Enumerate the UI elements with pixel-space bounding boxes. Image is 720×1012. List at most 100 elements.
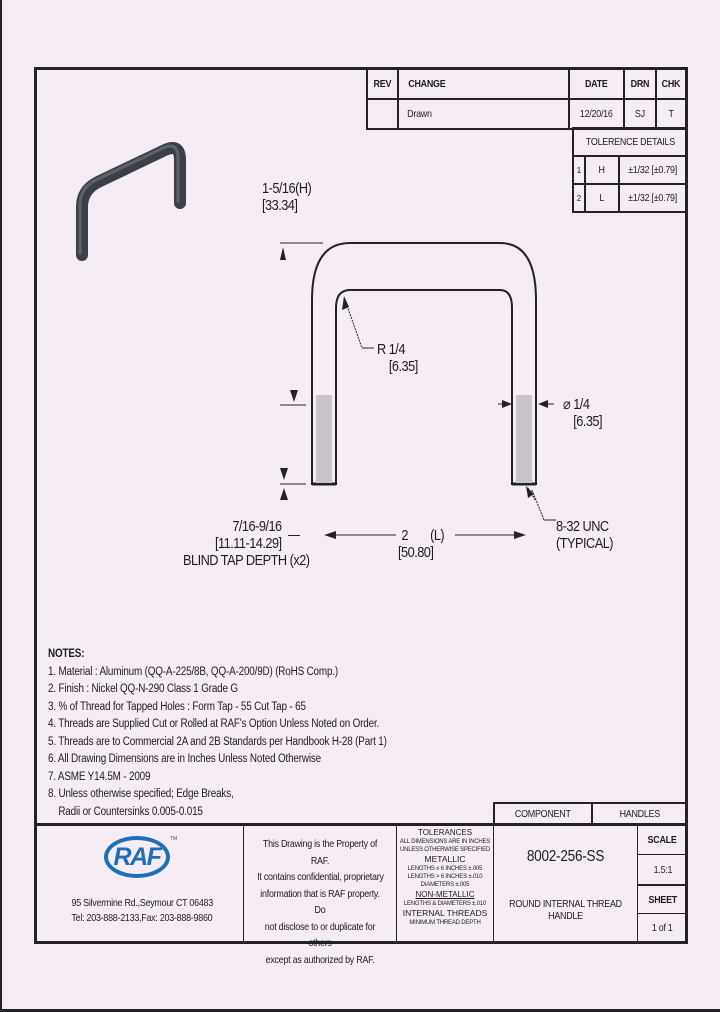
- tolerance-line: DIAMETERS ±.005: [420, 882, 470, 888]
- sheet-edge: [0, 0, 2, 1012]
- length-dim-suffix: (L): [430, 527, 445, 544]
- notice-line: not disclose to or duplicate for others: [264, 920, 376, 950]
- notice-line: This Drawing is the Property of RAF.: [262, 838, 378, 867]
- tolerance-line: LENGTHS & DIAMETERS ±.010: [403, 901, 487, 907]
- note-item: 2. Finish : Nickel QQ-N-290 Class 1 Grad…: [48, 683, 238, 695]
- diameter-symbol-icon: ⌀: [563, 396, 571, 413]
- tap-depth-dimension: 7/16-9/16 [11.11-14.29] BLIND TAP DEPTH …: [183, 518, 310, 569]
- sheet-value: 1 of 1: [652, 921, 673, 934]
- property-notice: This Drawing is the Property of RAF. It …: [245, 836, 395, 968]
- component-value: HANDLES: [619, 807, 661, 820]
- diameter-dim-label: 1/4: [573, 396, 590, 413]
- component-row-left: [493, 802, 495, 824]
- notice-line: information that is RAF property. Do: [260, 887, 380, 917]
- component-row-divider: [591, 802, 593, 824]
- company-address: 95 Silvermine Rd.,Seymour CT 06483 Tel: …: [44, 896, 240, 925]
- thread-leader: [531, 490, 556, 521]
- length-dim-label: 2: [401, 527, 408, 544]
- note-item: 3. % of Thread for Tapped Holes : Form T…: [48, 700, 306, 713]
- scale-divider: [637, 854, 687, 855]
- sheet-bottom-edge: [0, 1009, 720, 1012]
- tolerance-num: 1: [572, 155, 586, 185]
- tolerance-row: 2 L ±1/32 [±0.79]: [572, 183, 688, 213]
- drawing-border-bottom: [34, 941, 688, 944]
- notice-line: except as authorized by RAF.: [265, 953, 375, 966]
- drn-cell: SJ: [623, 98, 657, 130]
- rev-header: REV: [365, 68, 400, 100]
- change-cell: Drawn: [397, 98, 571, 130]
- general-tolerances: TOLERANCES ALL DIMENSIONS ARE IN INCHES …: [397, 828, 493, 927]
- contact-line: Tel: 203-888-2133,Fax: 203-888-9860: [71, 911, 213, 924]
- thread-dim-label: 8-32 UNC: [556, 518, 609, 535]
- tolerance-num: 2: [572, 183, 586, 213]
- diameter-dim-metric: [6.35]: [573, 413, 603, 430]
- rev-cell: [365, 98, 400, 130]
- scale-value: 1.5:1: [653, 863, 672, 876]
- date-header: DATE: [568, 68, 626, 100]
- title-block-divider-2: [396, 825, 397, 942]
- note-item: 7. ASME Y14.5M - 2009: [48, 770, 151, 783]
- tolerance-line: MINIMUM THREAD DEPTH: [409, 920, 481, 926]
- tolerance-line: UNLESS OTHERWISE SPECIFIED: [399, 847, 491, 853]
- address-line: 95 Silvermine Rd.,Seymour CT 06483: [71, 897, 213, 909]
- length-dimension-line: [324, 531, 526, 539]
- revision-block: REV CHANGE DATE DRN CHK Drawn 12/20/16 S…: [365, 68, 689, 130]
- height-dimension: 1-5/16(H) [33.34]: [262, 180, 312, 214]
- component-row-top: [493, 802, 688, 804]
- note-item: 4. Threads are Supplied Cut or Rolled at…: [48, 718, 380, 730]
- height-dim-label: 1-5/16(H): [262, 180, 312, 197]
- note-item: 6. All Drawing Dimensions are in Inches …: [48, 753, 321, 765]
- handle-front-view: [280, 242, 554, 500]
- part-number: 8002-256-SS: [526, 848, 605, 865]
- radius-dimension: R 1/4 [6.35]: [377, 341, 418, 375]
- tolerance-line: INTERNAL THREADS: [402, 908, 488, 918]
- scale-sheet-divider: [637, 884, 687, 886]
- thread-dimension: 8-32 UNC (TYPICAL): [556, 518, 614, 552]
- notice-line: It contains confidential, proprietary: [256, 871, 384, 883]
- note-item: Radii or Countersinks 0.005-0.015: [58, 805, 203, 818]
- trademark-icon: TM: [170, 836, 178, 842]
- sheet-label: SHEET: [648, 893, 677, 906]
- revision-row: Drawn 12/20/16 SJ T: [365, 98, 689, 130]
- diameter-dimension: ⌀ 1/4 [6.35]: [563, 396, 603, 430]
- height-dim-metric: [33.34]: [262, 197, 298, 214]
- title-block-divider-3: [493, 825, 494, 942]
- tolerance-details-title: TOLERENCE DETAILS: [572, 127, 688, 157]
- drawing-border-right: [685, 67, 688, 944]
- radius-dim-label: R 1/4: [377, 341, 405, 358]
- chk-cell: T: [654, 98, 689, 130]
- handle-3d-render-icon: [76, 142, 186, 261]
- tolerance-line: NON-METALLIC: [415, 890, 475, 899]
- note-item: 8. Unless otherwise specified; Edge Brea…: [48, 788, 234, 800]
- drawing-border: [34, 67, 685, 941]
- scale-label: SCALE: [648, 834, 677, 846]
- drn-header: DRN: [623, 68, 657, 100]
- title-block-top-border: [34, 823, 688, 826]
- length-dimension: 2 (L) [50.80]: [398, 527, 445, 561]
- tolerances-title: TOLERANCES: [417, 828, 473, 837]
- thread-dim-note: (TYPICAL): [556, 535, 614, 552]
- tolerance-value: ±1/32 [±0.79]: [618, 183, 688, 213]
- sheet-divider: [637, 913, 687, 914]
- raf-logo-text: RAF: [113, 842, 162, 871]
- note-item: 5. Threads are to Commercial 2A and 2B S…: [48, 735, 387, 748]
- tap-depth-note: BLIND TAP DEPTH (x2): [183, 552, 310, 569]
- note-item: 1. Material : Aluminum (QQ-A-225/8B, QQ-…: [48, 665, 338, 678]
- change-header: CHANGE: [397, 68, 571, 100]
- raf-logo: RAF: [104, 836, 170, 878]
- title-block-divider-4: [637, 825, 638, 942]
- tap-depth-leader: [288, 535, 300, 536]
- chk-header: CHK: [654, 68, 689, 100]
- tolerance-dim: H: [584, 155, 620, 185]
- notes-title: NOTES:: [48, 648, 85, 660]
- tolerance-line: LENGTHS > 6 INCHES ±.010: [407, 874, 483, 880]
- radius-dim-metric: [6.35]: [388, 358, 418, 375]
- length-dim-metric: [50.80]: [398, 544, 434, 561]
- tap-depth-label: 7/16-9/16: [232, 518, 282, 535]
- tolerance-value: ±1/32 [±0.79]: [618, 155, 688, 185]
- tolerance-line: LENGTHS ≤ 6 INCHES ±.005: [407, 866, 483, 872]
- tolerance-line: METALLIC: [424, 854, 466, 864]
- tolerance-row: 1 H ±1/32 [±0.79]: [572, 155, 688, 185]
- tolerance-line: ALL DIMENSIONS ARE IN INCHES: [399, 839, 491, 845]
- date-cell: 12/20/16: [568, 98, 626, 130]
